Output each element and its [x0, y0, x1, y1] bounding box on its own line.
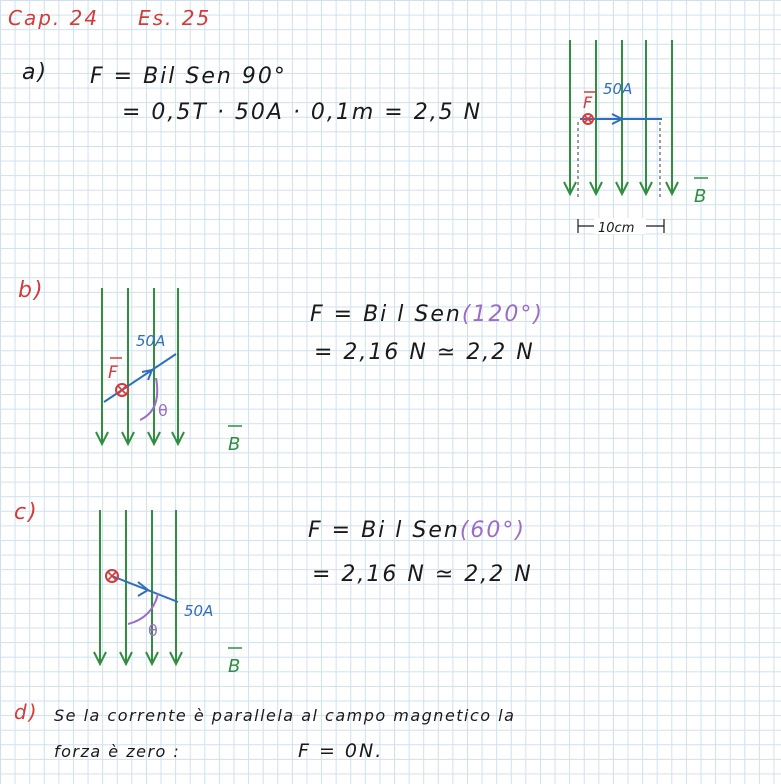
part-c-diagram: 50A θ B	[93, 510, 242, 677]
part-a-length-label: 10cm	[598, 221, 634, 236]
part-d-conclusion: F = 0N.	[298, 740, 384, 762]
part-b-field-label: B	[228, 434, 240, 455]
part-b-formula-text: F = Bi l Sen	[310, 302, 462, 327]
chapter-label: Cap. 24	[8, 6, 100, 30]
part-c-angle: (60°)	[459, 518, 526, 543]
part-a-field-label: B	[694, 186, 706, 207]
part-c-theta-label: θ	[148, 621, 158, 640]
part-a-force-label: F	[583, 93, 593, 112]
part-a-diagram: F 50A B 10cm	[563, 40, 708, 236]
part-a-current-label: 50A	[603, 80, 632, 98]
part-b-current-label: 50A	[136, 332, 165, 350]
part-d-text-line1: Se la corrente è parallela al campo magn…	[54, 706, 516, 725]
part-c-label: c)	[14, 500, 39, 525]
part-b-theta-label: θ	[158, 401, 168, 420]
part-b-result: = 2,16 N ≃ 2,2 N	[314, 340, 535, 365]
part-a-formula: F = Bil Sen 90°	[90, 64, 287, 89]
part-c-current-label: 50A	[184, 602, 213, 620]
part-b-label: b)	[18, 278, 45, 303]
part-b-formula: F = Bi l Sen(120°)	[310, 302, 544, 327]
part-c-formula-text: F = Bi l Sen	[308, 518, 460, 543]
part-c-result: = 2,16 N ≃ 2,2 N	[312, 562, 533, 587]
part-d-label: d)	[14, 700, 39, 724]
part-a-label: a)	[22, 60, 49, 85]
part-c-formula: F = Bi l Sen(60°)	[308, 518, 526, 543]
part-c-field-label: B	[228, 656, 240, 677]
part-b-angle: (120°)	[461, 302, 544, 327]
exercise-label: Es. 25	[138, 6, 212, 30]
part-b-diagram: F 50A θ B	[95, 288, 242, 455]
part-d-text-line2: forza è zero :	[54, 742, 181, 761]
part-b-force-label: F	[108, 363, 118, 383]
part-a-result: = 0,5T · 50A · 0,1m = 2,5 N	[122, 100, 483, 125]
